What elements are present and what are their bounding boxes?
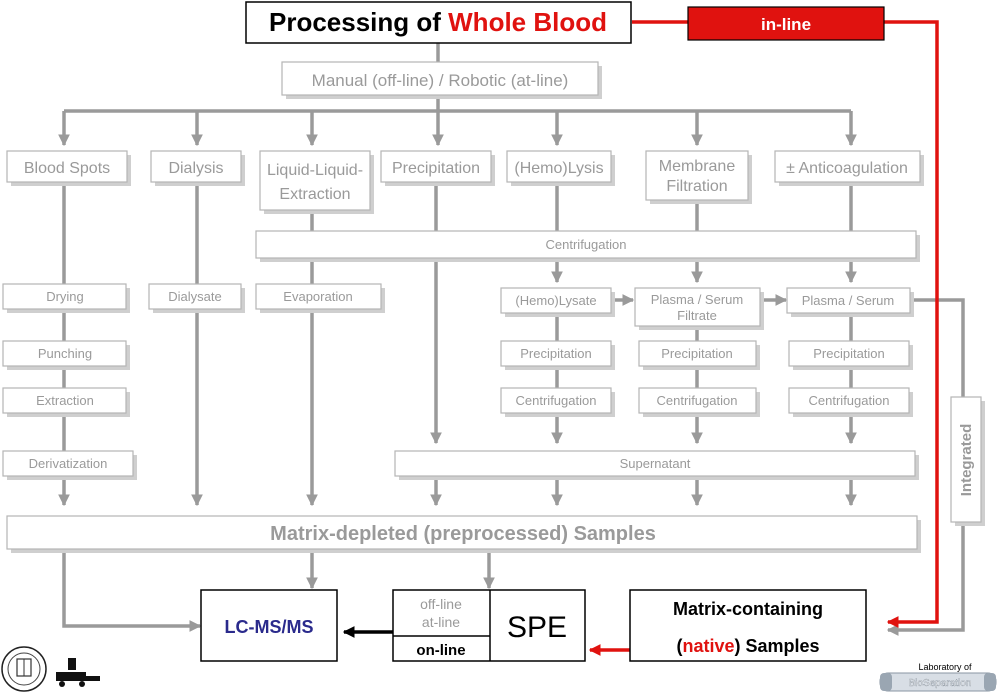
method-label: Liquid-Liquid- [267,162,363,179]
lcms-label: LC-MS/MS [225,617,314,637]
spe-box: off-line at-line on-line SPE [392,589,586,662]
spe-label: SPE [507,611,567,644]
paren-open: ( [676,636,682,656]
samples-word: ) Samples [734,636,819,656]
step-label: Precipitation [813,346,885,361]
matrix-depleted-label: Matrix-depleted (preprocessed) Samples [270,523,656,545]
title-prefix: Processing of [269,7,448,37]
step-derivatization: Derivatization [2,450,137,480]
method-anticoagulation: ± Anticoagulation [774,150,924,186]
connectors [58,20,965,656]
step-label: Centrifugation [809,393,890,408]
step-drying: Drying [2,283,130,313]
sub-precipitation-1: Precipitation [500,340,615,370]
matrix-depleted-bar: Matrix-depleted (preprocessed) Samples [6,515,921,553]
method-lle: Liquid-Liquid- Extraction [259,150,374,214]
lcms-box: LC-MS/MS [200,589,338,662]
step-extraction: Extraction [2,387,130,417]
step-plasma-serum: Plasma / Serum [786,287,914,317]
step-punching: Punching [2,340,130,370]
native-word: native [682,636,734,656]
step-label: Precipitation [661,346,733,361]
method-membrane-filtration: Membrane Filtration [645,150,752,204]
instrument-icon [56,658,100,687]
sub-centrifugation-2: Centrifugation [638,387,760,417]
method-hemolysis: (Hemo)Lysis [506,150,615,186]
sub-centrifugation-1: Centrifugation [500,387,615,417]
title-box: Processing of Whole Blood [245,1,632,44]
step-label: Dialysate [168,289,221,304]
spe-atline-label: at-line [422,614,460,630]
centrifugation-bar: Centrifugation [255,230,920,262]
lab-line2: BioSeparation [909,678,972,689]
method-label: Extraction [279,186,350,203]
inline-label: in-line [761,15,811,34]
centrifugation-label: Centrifugation [546,237,627,252]
step-evaporation: Evaporation [255,283,385,313]
step-hemolysate: (Hemo)Lysate [500,287,615,317]
sub-centrifugation-3: Centrifugation [788,387,913,417]
method-precipitation: Precipitation [380,150,495,186]
sub-precipitation-2: Precipitation [638,340,760,370]
spe-offline-label: off-line [420,596,462,612]
method-label: Membrane [659,158,736,175]
step-label: Plasma / Serum [651,292,743,307]
method-blood-spots: Blood Spots [6,150,131,186]
university-seal-icon [1,646,47,692]
step-dialysate: Dialysate [148,283,245,313]
matrix-containing-label: Matrix-containing [673,599,823,619]
title-highlight: Whole Blood [448,7,607,37]
method-label: Precipitation [392,160,480,177]
supernatant-bar: Supernatant [394,450,919,480]
method-label: Filtration [666,178,727,195]
step-label: Derivatization [29,456,108,471]
method-label: Dialysis [168,160,223,177]
matrix-containing-box: Matrix-containing (native) Samples [629,589,867,662]
supernatant-label: Supernatant [620,456,691,471]
lab-logo: Laboratory of BioSeparation [879,662,997,692]
inline-box: in-line [687,6,885,41]
svg-text:(native) Samples: (native) Samples [676,636,819,656]
method-label: Blood Spots [24,160,110,177]
method-label: ± Anticoagulation [786,160,908,177]
step-label: Filtrate [677,308,717,323]
method-dialysis: Dialysis [150,150,245,186]
manual-label: Manual (off-line) / Robotic (at-line) [312,71,569,90]
step-label: Evaporation [283,289,352,304]
sub-precipitation-3: Precipitation [788,340,913,370]
integrated-box: Integrated [950,396,985,526]
step-label: Centrifugation [516,393,597,408]
step-label: Plasma / Serum [802,293,894,308]
step-plasma-filtrate: Plasma / Serum Filtrate [634,287,764,330]
svg-text:Processing of Whole Blood: Processing of Whole Blood [269,7,607,37]
step-label: Drying [46,289,84,304]
step-label: Extraction [36,393,94,408]
step-label: Punching [38,346,92,361]
manual-robotic-box: Manual (off-line) / Robotic (at-line) [281,61,602,99]
step-label: (Hemo)Lysate [515,293,596,308]
method-label: (Hemo)Lysis [514,160,603,177]
step-label: Centrifugation [657,393,738,408]
step-label: Precipitation [520,346,592,361]
spe-online-label: on-line [416,642,465,659]
integrated-label: Integrated [958,424,975,497]
lab-line1: Laboratory of [918,662,972,672]
